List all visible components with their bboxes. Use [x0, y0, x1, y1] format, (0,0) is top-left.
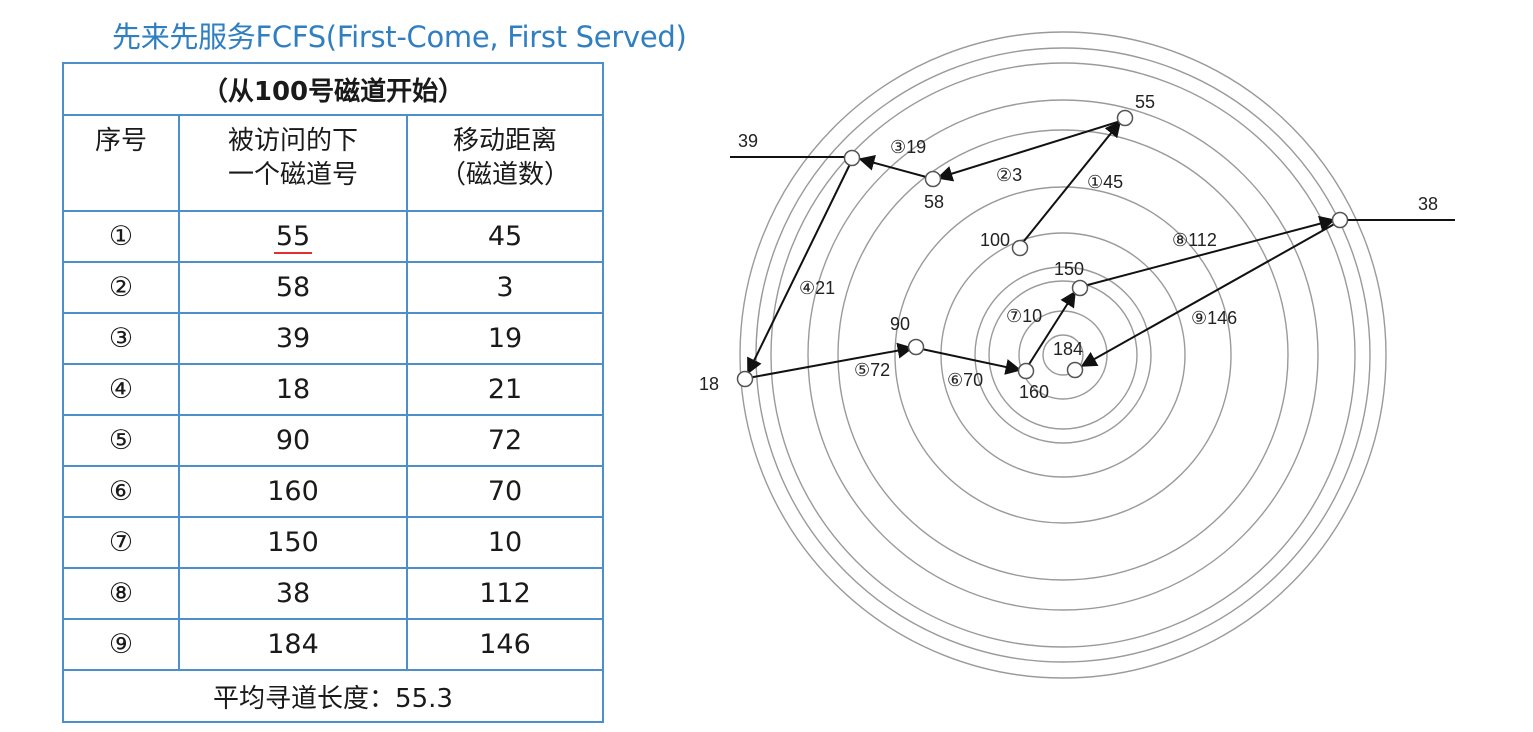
header-seq: 序号 — [62, 114, 180, 212]
header-dist: 移动距离 （磁道数） — [406, 114, 604, 212]
edge-4 — [747, 159, 853, 375]
disk-track-diagram: 55 58 39 100 38 150 90 184 160 18 ①45 ②3… — [699, 31, 1455, 679]
table-row: ① 55 45 — [62, 210, 604, 263]
table-row: ④ 18 21 — [62, 363, 604, 416]
edge-5 — [747, 342, 914, 379]
node-55 — [1116, 109, 1134, 127]
table-caption: （从100号磁道开始） — [62, 62, 604, 116]
header-track-line1: 被访问的下 — [227, 126, 358, 156]
cell-seq: ⑥ — [62, 465, 180, 518]
table-row: ② 58 3 — [62, 261, 604, 314]
track-circle — [988, 280, 1138, 430]
label-18: 18 — [699, 374, 719, 394]
average-seek-length: 平均寻道长度：55.3 — [62, 669, 604, 723]
header-dist-line1: 移动距离 — [452, 126, 557, 156]
node-58 — [924, 170, 942, 188]
cell-track: 160 — [178, 465, 408, 518]
cell-seq: ⑨ — [62, 618, 180, 671]
fcfs-table: （从100号磁道开始） 序号 被访问的下 一个磁道号 移动距离 （磁道数） ① … — [62, 62, 604, 723]
cell-track: 39 — [178, 312, 408, 365]
table-row: ⑤ 90 72 — [62, 414, 604, 467]
seek-path — [747, 119, 1339, 379]
cell-dist: 70 — [406, 465, 604, 518]
cell-dist: 112 — [406, 567, 604, 620]
cell-track: 58 — [178, 261, 408, 314]
page-title: 先来先服务FCFS(First-Come, First Served) — [112, 20, 687, 54]
table-row: ⑦ 150 10 — [62, 516, 604, 569]
track-circle — [770, 62, 1356, 648]
cell-seq: ④ — [62, 363, 180, 416]
header-dist-line2: （磁道数） — [439, 160, 570, 190]
label-184: 184 — [1053, 339, 1083, 359]
table-row: ③ 39 19 — [62, 312, 604, 365]
node-160 — [1017, 362, 1035, 380]
edge-7 — [1025, 290, 1076, 370]
cell-seq: ③ — [62, 312, 180, 365]
cell-seq: ⑧ — [62, 567, 180, 620]
cell-dist: 72 — [406, 414, 604, 467]
label-150: 150 — [1054, 259, 1084, 279]
cell-seq: ⑦ — [62, 516, 180, 569]
node-150 — [1071, 279, 1089, 297]
cell-seq: ① — [62, 210, 180, 263]
edge-9 — [1080, 221, 1339, 367]
label-58: 58 — [924, 192, 944, 212]
node-184 — [1066, 361, 1084, 379]
node-39 — [843, 149, 861, 167]
label-38: 38 — [1418, 194, 1438, 214]
edge-label-2: ②3 — [996, 165, 1022, 185]
edge-label-5: ⑤72 — [854, 360, 890, 380]
cell-track: 55 — [178, 210, 408, 263]
label-100: 100 — [980, 230, 1010, 250]
node-38 — [1331, 211, 1349, 229]
cell-dist: 21 — [406, 363, 604, 416]
header-track: 被访问的下 一个磁道号 — [178, 114, 408, 212]
label-39: 39 — [738, 131, 758, 151]
edge-label-7: ⑦10 — [1006, 306, 1042, 326]
edge-2 — [936, 119, 1125, 182]
cell-track: 150 — [178, 516, 408, 569]
table-row: ⑨ 184 146 — [62, 618, 604, 671]
edge-1 — [1019, 120, 1122, 247]
cell-dist: 3 — [406, 261, 604, 314]
cell-seq: ⑤ — [62, 414, 180, 467]
track-nodes — [736, 109, 1349, 388]
cell-track-value: 55 — [273, 221, 313, 254]
cell-dist: 10 — [406, 516, 604, 569]
node-90 — [907, 338, 925, 356]
track-circle — [837, 129, 1289, 581]
table-row: ⑧ 38 112 — [62, 567, 604, 620]
edge-8 — [1079, 215, 1336, 288]
cell-seq: ② — [62, 261, 180, 314]
track-circle — [807, 99, 1319, 611]
edge-label-4: ④21 — [799, 278, 835, 298]
node-100 — [1011, 239, 1029, 257]
edge-label-6: ⑥70 — [947, 370, 983, 390]
edge-label-3: ③19 — [890, 137, 926, 157]
header-track-line2: 一个磁道号 — [227, 160, 358, 190]
edge-label-8: ⑧112 — [1172, 230, 1217, 250]
label-90: 90 — [890, 314, 910, 334]
edge-label-1: ①45 — [1087, 172, 1123, 192]
node-18 — [736, 370, 754, 388]
cell-dist: 45 — [406, 210, 604, 263]
cell-track: 38 — [178, 567, 408, 620]
edge-6 — [916, 347, 1022, 375]
cell-dist: 19 — [406, 312, 604, 365]
cell-track: 90 — [178, 414, 408, 467]
track-circle — [894, 186, 1232, 524]
track-circle — [739, 31, 1387, 679]
label-55: 55 — [1135, 92, 1155, 112]
cell-dist: 146 — [406, 618, 604, 671]
table-row: ⑥ 160 70 — [62, 465, 604, 518]
edge-3 — [858, 155, 931, 179]
cell-track: 18 — [178, 363, 408, 416]
track-circle — [940, 232, 1186, 478]
label-160: 160 — [1019, 382, 1049, 402]
track-circle — [974, 266, 1152, 444]
edge-label-9: ⑨146 — [1191, 308, 1237, 328]
cell-track: 184 — [178, 618, 408, 671]
